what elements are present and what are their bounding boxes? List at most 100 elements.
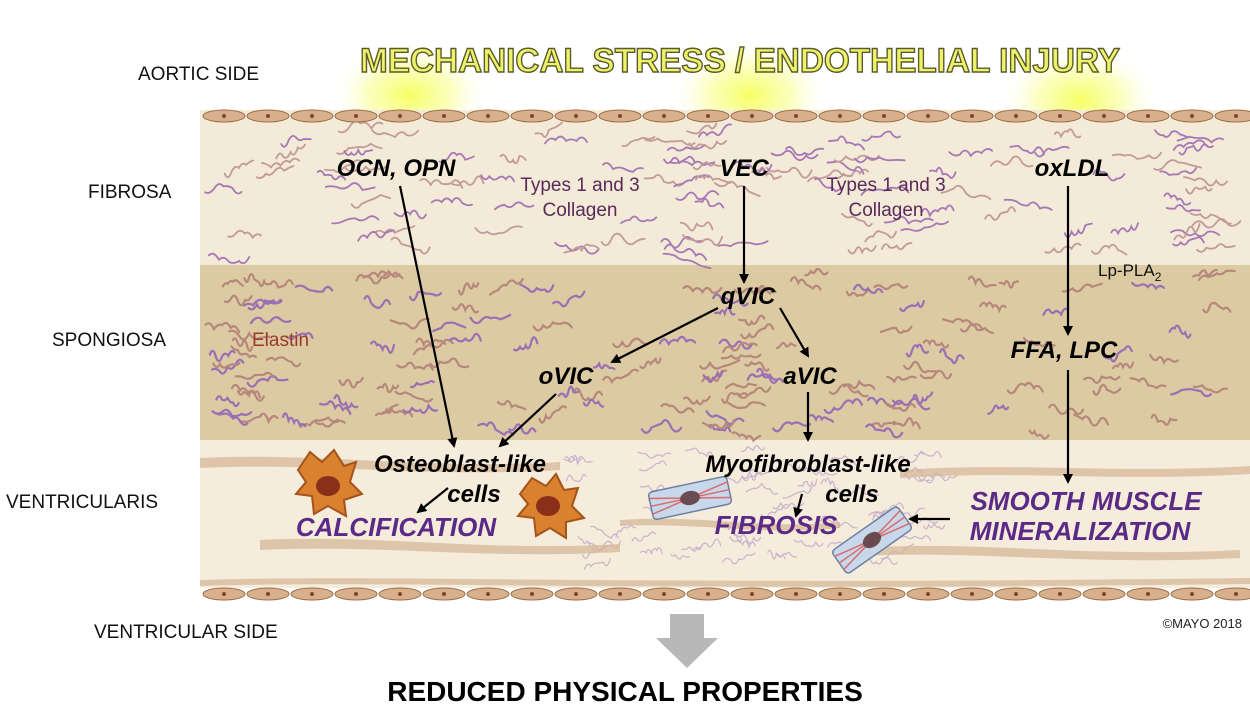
- fibre-strand: [223, 159, 255, 179]
- fibre-strand: [337, 120, 384, 134]
- fibrosa-layer: [200, 110, 1250, 265]
- fibre-strand: [699, 359, 741, 370]
- fibre-strand: [675, 190, 720, 201]
- fibre-strand: [663, 155, 696, 165]
- fibre-strand: [620, 215, 658, 224]
- fibre-strand: [1185, 185, 1213, 195]
- fibre-strand: [784, 146, 825, 156]
- fibre-strand: [814, 515, 841, 528]
- collagen-left-line1: Types 1 and 3: [520, 175, 639, 196]
- endothelial-nucleus: [970, 114, 974, 118]
- fibre-strand: [733, 534, 762, 544]
- fibre-strand: [333, 394, 359, 409]
- fibre-strand: [343, 147, 374, 157]
- fibre-strand: [242, 298, 282, 307]
- endothelial-cell: [1214, 109, 1250, 123]
- fibre-strand: [841, 212, 873, 227]
- endothelial-nucleus: [1102, 114, 1106, 118]
- endothelial-nucleus: [530, 114, 534, 118]
- fibre-strand: [234, 371, 275, 380]
- fibre-strand: [852, 283, 884, 294]
- arrow-qvic-to-avic: [779, 307, 810, 358]
- endothelial-nucleus: [618, 114, 622, 118]
- fibre-strand: [1009, 144, 1045, 156]
- fibre-strand: [804, 267, 829, 277]
- fibre-strand: [873, 283, 909, 291]
- fibre-strand: [846, 486, 880, 496]
- fibre-strand: [644, 137, 696, 146]
- fibre-strand: [1006, 381, 1044, 395]
- endothelial-nucleus: [1234, 592, 1238, 596]
- fibre-strand: [921, 204, 955, 218]
- outcome-smooth-muscle-line2: MINERALIZATION: [970, 516, 1192, 546]
- fibre-strand: [812, 468, 838, 476]
- fibre-strand: [382, 269, 404, 280]
- endothelial-nucleus: [750, 114, 754, 118]
- node-vec: VEC: [719, 155, 769, 182]
- fibre-strand: [919, 369, 953, 380]
- fibre-strand: [451, 303, 479, 314]
- fibre-strand: [231, 337, 254, 352]
- collagen-right-line1: Types 1 and 3: [826, 175, 945, 196]
- fibre-strand: [797, 479, 818, 488]
- fibre-strand: [350, 194, 391, 209]
- fibre-strand: [430, 197, 473, 207]
- fibre-strand: [376, 382, 400, 394]
- fibre-strand: [544, 135, 588, 145]
- fibre-strand: [900, 220, 949, 232]
- fibre-strand: [683, 395, 711, 406]
- endothelial-nucleus: [662, 592, 666, 596]
- fibre-strand: [374, 403, 399, 417]
- endothelial-nucleus: [1102, 592, 1106, 596]
- endothelial-nucleus: [1014, 114, 1018, 118]
- fibre-strand: [1129, 377, 1167, 390]
- endothelium-ventricular: [202, 587, 1250, 601]
- fibre-strand: [724, 382, 758, 390]
- fibre-strand: [884, 402, 916, 412]
- endothelial-nucleus: [1058, 114, 1062, 118]
- fibre-strand: [828, 383, 869, 398]
- fibre-strand: [1073, 413, 1109, 427]
- endothelial-nucleus: [486, 114, 490, 118]
- banner-title: MECHANICAL STRESS / ENDOTHELIAL INJURY: [360, 42, 1120, 80]
- fibre-strand: [640, 419, 683, 434]
- endothelial-nucleus: [442, 592, 446, 596]
- fibre-strand: [389, 317, 430, 330]
- fibre-strand: [602, 162, 644, 173]
- arrow-qvic-to-ovic: [610, 307, 719, 363]
- pathway-arrows: [398, 185, 1073, 524]
- fibre-strand: [247, 298, 283, 311]
- fibre-strand: [729, 536, 756, 549]
- fibre-strand: [217, 412, 249, 426]
- label-aortic-side: AORTIC SIDE: [138, 64, 260, 85]
- fibre-strand: [1150, 413, 1178, 426]
- fibre-strand: [415, 337, 447, 349]
- endothelium-aortic: [202, 109, 1250, 123]
- fibre-strand: [299, 416, 339, 429]
- result-title: REDUCED PHYSICAL PROPERTIES: [387, 676, 863, 707]
- fibre-strand: [679, 221, 714, 232]
- fibre-strand: [942, 317, 984, 331]
- smooth-muscle-bands: [200, 456, 1250, 587]
- fibre-strand: [984, 206, 1016, 221]
- fibre-strand: [249, 316, 292, 325]
- fibre-strand: [686, 122, 718, 135]
- endothelial-nucleus: [1146, 114, 1150, 118]
- lppla2-text: Lp-PLA: [1098, 261, 1155, 280]
- fibre-strand: [518, 283, 555, 293]
- fibre-strand: [868, 556, 898, 565]
- endothelial-nucleus: [882, 592, 886, 596]
- label-spongiosa: SPONGIOSA: [52, 330, 167, 351]
- fibre-strand: [720, 353, 762, 360]
- fibre-strand: [692, 161, 722, 171]
- outcome-smooth-muscle-line1: SMOOTH MUSCLE: [970, 486, 1202, 516]
- endothelial-nucleus: [1014, 592, 1018, 596]
- endothelial-nucleus: [1190, 114, 1194, 118]
- fibre-strand: [1192, 268, 1218, 278]
- endothelial-nucleus: [926, 114, 930, 118]
- fibre-strand: [1196, 243, 1236, 253]
- fibre-strand: [212, 361, 241, 369]
- fibre-strand: [1197, 269, 1236, 281]
- fibre-strand: [939, 348, 965, 365]
- fibre-strand: [913, 450, 942, 458]
